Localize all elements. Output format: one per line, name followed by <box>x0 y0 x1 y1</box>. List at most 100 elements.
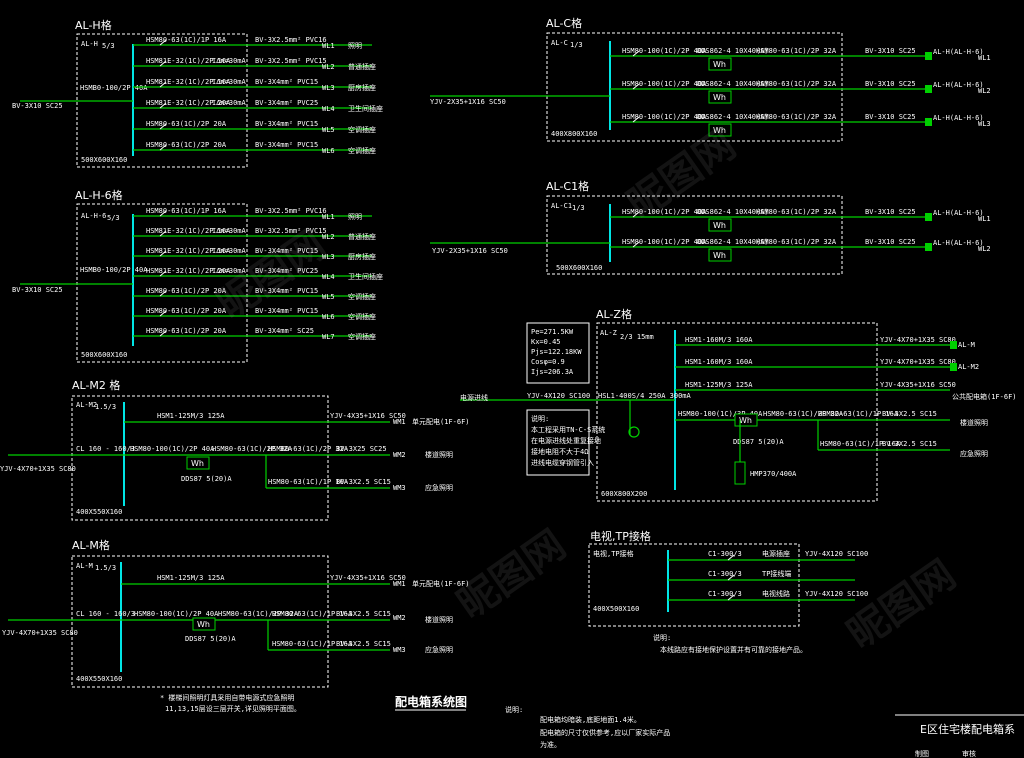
panel-al-m2: AL-M2 格 AL-M2 1.5/3 400X550X160 YJV-4X70… <box>0 378 470 521</box>
switch-contact <box>159 39 167 46</box>
target-panel: 应急照明 <box>960 449 988 458</box>
breaker-label: C1-300/3 <box>708 550 742 558</box>
breaker-label: HSM1-160M/3 160A <box>685 336 753 344</box>
breaker-label: HSM80-100(1C)/2P 40A <box>130 445 215 453</box>
circuit-use: 空调插座 <box>348 312 376 321</box>
energy-meter <box>708 218 732 232</box>
main-breaker: CL 160 - 160/3 <box>76 445 135 453</box>
panel-size: 500X600X160 <box>556 264 602 272</box>
circuit-label: 电源插座 <box>762 549 790 558</box>
note-line: 进线电缆穿钢管引入 <box>531 458 594 467</box>
cable-label: BV-3X4mm² SC25 <box>255 327 314 335</box>
panel-code: AL-M <box>76 562 93 570</box>
switch-contact <box>727 554 735 561</box>
panel-note: 说明:本工程采用TN-C-S系统在电源进线处重复接地接地电阻不大于4Ω进线电缆穿… <box>531 414 605 467</box>
cable-label: BV-3X10 SC25 <box>865 80 916 88</box>
circuit-id: WL3 <box>322 84 335 92</box>
panel-title: 电视,TP接格 <box>590 529 651 543</box>
incoming-label: 电源进线 <box>460 393 488 402</box>
switch-contact <box>159 210 167 217</box>
cable-label: BV-3X2.5 SC15 <box>882 440 937 448</box>
incoming-cable: YJV-4X70+1X35 SC80 <box>0 465 76 473</box>
cable-label: YJV-4X35+1X16 SC50 <box>330 574 406 582</box>
panel-title: AL-Z格 <box>596 307 632 321</box>
circuit-use: 单元配电(1F-6F) <box>412 417 470 426</box>
meter-symbol: Wh <box>713 251 726 260</box>
circuit-use: 空调插座 <box>348 125 376 134</box>
breaker-label: HSM80-63(1C)/1P 16A <box>268 478 349 486</box>
target-panel: 楼道照明 <box>960 418 988 427</box>
breaker-label: HSM80-63(1C)/2P 32A <box>756 80 837 88</box>
calc-line: Kx=0.45 <box>531 338 561 346</box>
circuit-use: 空调插座 <box>348 146 376 155</box>
panel-frac: 1.5/3 <box>95 403 116 411</box>
terminal-marker <box>925 85 932 93</box>
leakage-rating: I∆n=30mA <box>212 247 247 255</box>
cable-label: BV-3X4mm² PVC15 <box>255 78 318 86</box>
target-panel: 公共配电箱(1F-6F) <box>952 392 1017 401</box>
switch-contact <box>727 594 735 601</box>
breaker-label: C1-300/3 <box>708 570 742 578</box>
main-breaker: HSMB0-100/2P 40A <box>80 266 148 274</box>
cable-label: BV-3X10 SC25 <box>865 113 916 121</box>
circuit-id: WL4 <box>322 105 335 113</box>
meter-symbol: Wh <box>191 459 204 468</box>
calc-line: Ijs=206.3A <box>531 368 574 376</box>
breaker-label: HSM80-63(1C)/1P 16A <box>146 207 227 215</box>
panel-title: AL-M2 格 <box>72 378 120 392</box>
panel-size: 500X600X160 <box>81 351 127 359</box>
meter-symbol: Wh <box>197 620 210 629</box>
circuit-use: 厨房插座 <box>348 252 376 261</box>
breaker-label: HSM81E-32(1C)/2P 16A <box>146 57 231 65</box>
incoming-cable: BV-3X10 SC25 <box>12 102 63 110</box>
note-heading: 说明: <box>653 633 671 642</box>
panel-al-h-6: AL-H-6格 AL-H-6 5/3 500X600X160 BV-3X10 S… <box>12 188 383 363</box>
switch-contact <box>159 60 167 67</box>
meter-symbol: Wh <box>713 126 726 135</box>
cable-label: YJV-4X35+1X16 SC50 <box>880 381 956 389</box>
incoming-cable: YJV-2X35+1X16 SC50 <box>432 247 508 255</box>
circuit-id: WM3 <box>393 484 406 492</box>
circuit-use: 卫生间插座 <box>348 104 383 113</box>
circuit-id: WL3 <box>322 253 335 261</box>
breaker-label: HSM80-63(1C)/1P 16A <box>272 610 353 618</box>
circuit-id: WL1 <box>978 215 991 223</box>
panel-border <box>546 32 843 142</box>
meter-model: DDS862-4 10X40(A) <box>697 113 769 121</box>
cable-label: BV-3X4mm² PVC25 <box>255 267 318 275</box>
panel-al-c: AL-C格 AL-C 1/3 400X800X160 YJV-2X35+1X16… <box>430 16 991 142</box>
meter-symbol: Wh <box>739 416 752 425</box>
cable-label: BV-3X2.5 SC15 <box>336 640 391 648</box>
note-box <box>526 409 590 476</box>
meter-model: DDS87 5(20)A <box>733 438 784 446</box>
incoming-cable: BV-3X10 SC25 <box>12 286 63 294</box>
switch-contact <box>632 50 640 57</box>
panel-size: 500X600X160 <box>81 156 127 164</box>
panel-code: AL-Z <box>600 329 617 337</box>
breaker-label: HSM80-63(1C)/2P 32A <box>212 445 293 453</box>
breaker-label: HSM80-63(1C)/2P 32A <box>756 208 837 216</box>
panel-code: AL-C1 <box>551 202 572 210</box>
circuit-id: WM1 <box>393 418 406 426</box>
energy-meter <box>192 617 216 631</box>
notes-line: 配电箱的尺寸仅供参考,应以厂家实际产品 <box>540 728 670 737</box>
cable-label: BV-3X10 SC25 <box>865 238 916 246</box>
target-panel: AL-H(AL-H-6) <box>933 209 984 217</box>
circuit-id: WL5 <box>322 293 335 301</box>
breaker-label: HSM80-100(1C)/2P 40A <box>622 47 707 55</box>
circuit-id: WM3 <box>393 646 406 654</box>
cable-label: BV-3X4mm² PVC15 <box>255 247 318 255</box>
breaker-label: HSM80-100(1C)/2P 40A <box>622 208 707 216</box>
footnote-line: * 楼梯间照明灯具采用自带电源式应急照明 <box>160 693 294 702</box>
circuit-id: WL7 <box>322 333 335 341</box>
circuit-use: 照明 <box>348 42 362 50</box>
meter-model: DDS862-4 10X40(A) <box>697 47 769 55</box>
target-panel: AL-H(AL-H-6) <box>933 114 984 122</box>
switch-contact <box>159 310 167 317</box>
circuit-id: WL5 <box>322 126 335 134</box>
circuit-id: WL1 <box>978 54 991 62</box>
breaker-label: HSM81E-32(1C)/2P 16A <box>146 247 231 255</box>
breaker-label: HSM80-100(1C)/2P 40A <box>622 113 707 121</box>
